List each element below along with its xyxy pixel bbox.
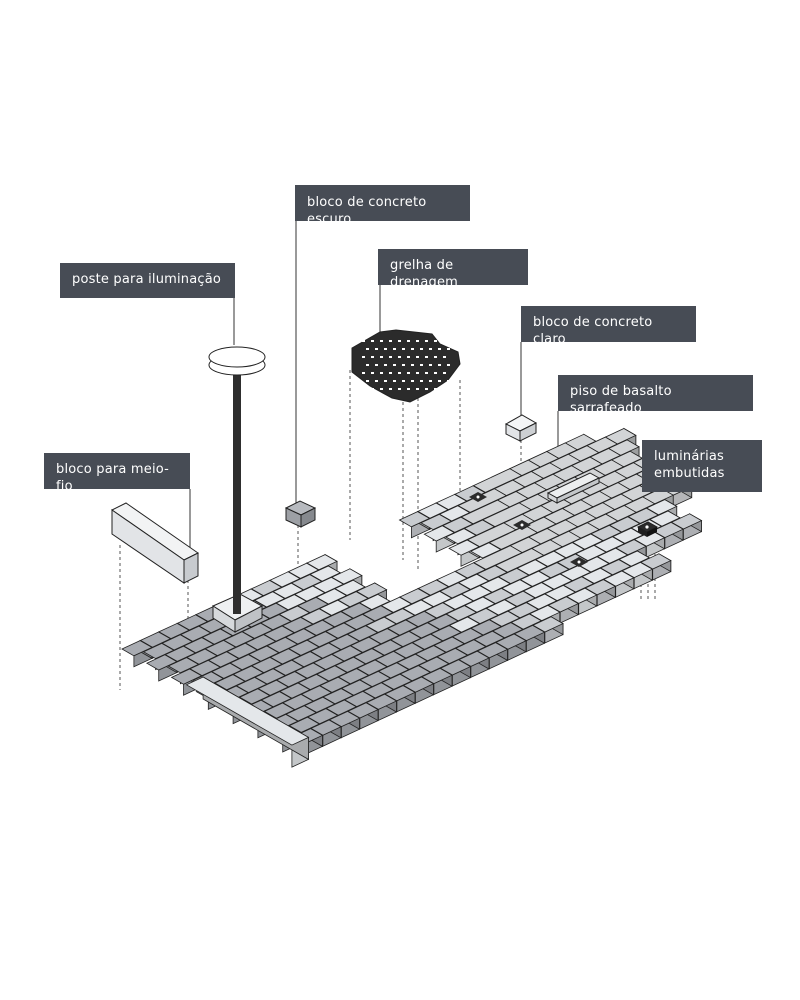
label-lighting-pole: poste para iluminação xyxy=(60,263,235,298)
paving-block xyxy=(565,587,598,616)
lighting-pole-icon xyxy=(208,346,266,633)
label-dark-concrete-block: bloco de concreto escuro xyxy=(295,185,470,227)
exploded-objects xyxy=(111,329,659,768)
basalt-plank-icon xyxy=(546,472,601,504)
paving-surface xyxy=(121,427,703,756)
paving-block xyxy=(328,710,361,739)
label-embedded-lights: luminárias embutidas xyxy=(642,440,762,492)
curb-block-installed xyxy=(185,676,310,768)
label-basalt-floor-text: piso de basalto sarrafeado xyxy=(570,384,672,416)
label-light-concrete-block-text: bloco de concreto claro xyxy=(533,315,653,347)
label-curb-block: bloco para meio-fio xyxy=(44,453,190,494)
dark-concrete-block-icon xyxy=(284,500,317,528)
label-lighting-pole-text: poste para iluminação xyxy=(72,272,222,287)
paving-block xyxy=(402,676,435,704)
label-embedded-lights-line2: embutidas xyxy=(654,466,725,481)
paving-block xyxy=(458,650,490,679)
paving-block xyxy=(547,596,580,624)
paving-block xyxy=(495,633,527,661)
paving-block xyxy=(602,570,635,598)
curb-block-icon xyxy=(111,502,199,584)
embedded-light-icon xyxy=(636,521,659,537)
label-curb-block-text: bloco para meio-fio xyxy=(56,462,170,494)
light-concrete-block-icon xyxy=(504,414,538,442)
label-dark-concrete-block-text: bloco de concreto escuro xyxy=(307,195,427,227)
paving-block xyxy=(652,521,684,550)
embedded-light-installed xyxy=(570,557,588,567)
embedded-light-installed xyxy=(513,520,531,530)
paving-block xyxy=(633,530,666,558)
paving-block xyxy=(310,719,342,747)
paving-block xyxy=(384,684,416,713)
label-embedded-lights-line1: luminárias xyxy=(654,449,725,464)
label-light-concrete-block: bloco de concreto claro xyxy=(521,306,696,347)
paving-block xyxy=(421,667,453,696)
paving-block xyxy=(439,659,472,687)
paving-block xyxy=(584,578,617,607)
label-drainage-grate-text: grelha de drenagem xyxy=(390,258,459,290)
paving-block xyxy=(621,561,654,590)
label-drainage-grate: grelha de drenagem xyxy=(378,249,528,290)
label-basalt-floor: piso de basalto sarrafeado xyxy=(558,375,753,416)
drainage-grate-icon xyxy=(351,329,461,403)
embedded-light-installed xyxy=(469,492,487,502)
